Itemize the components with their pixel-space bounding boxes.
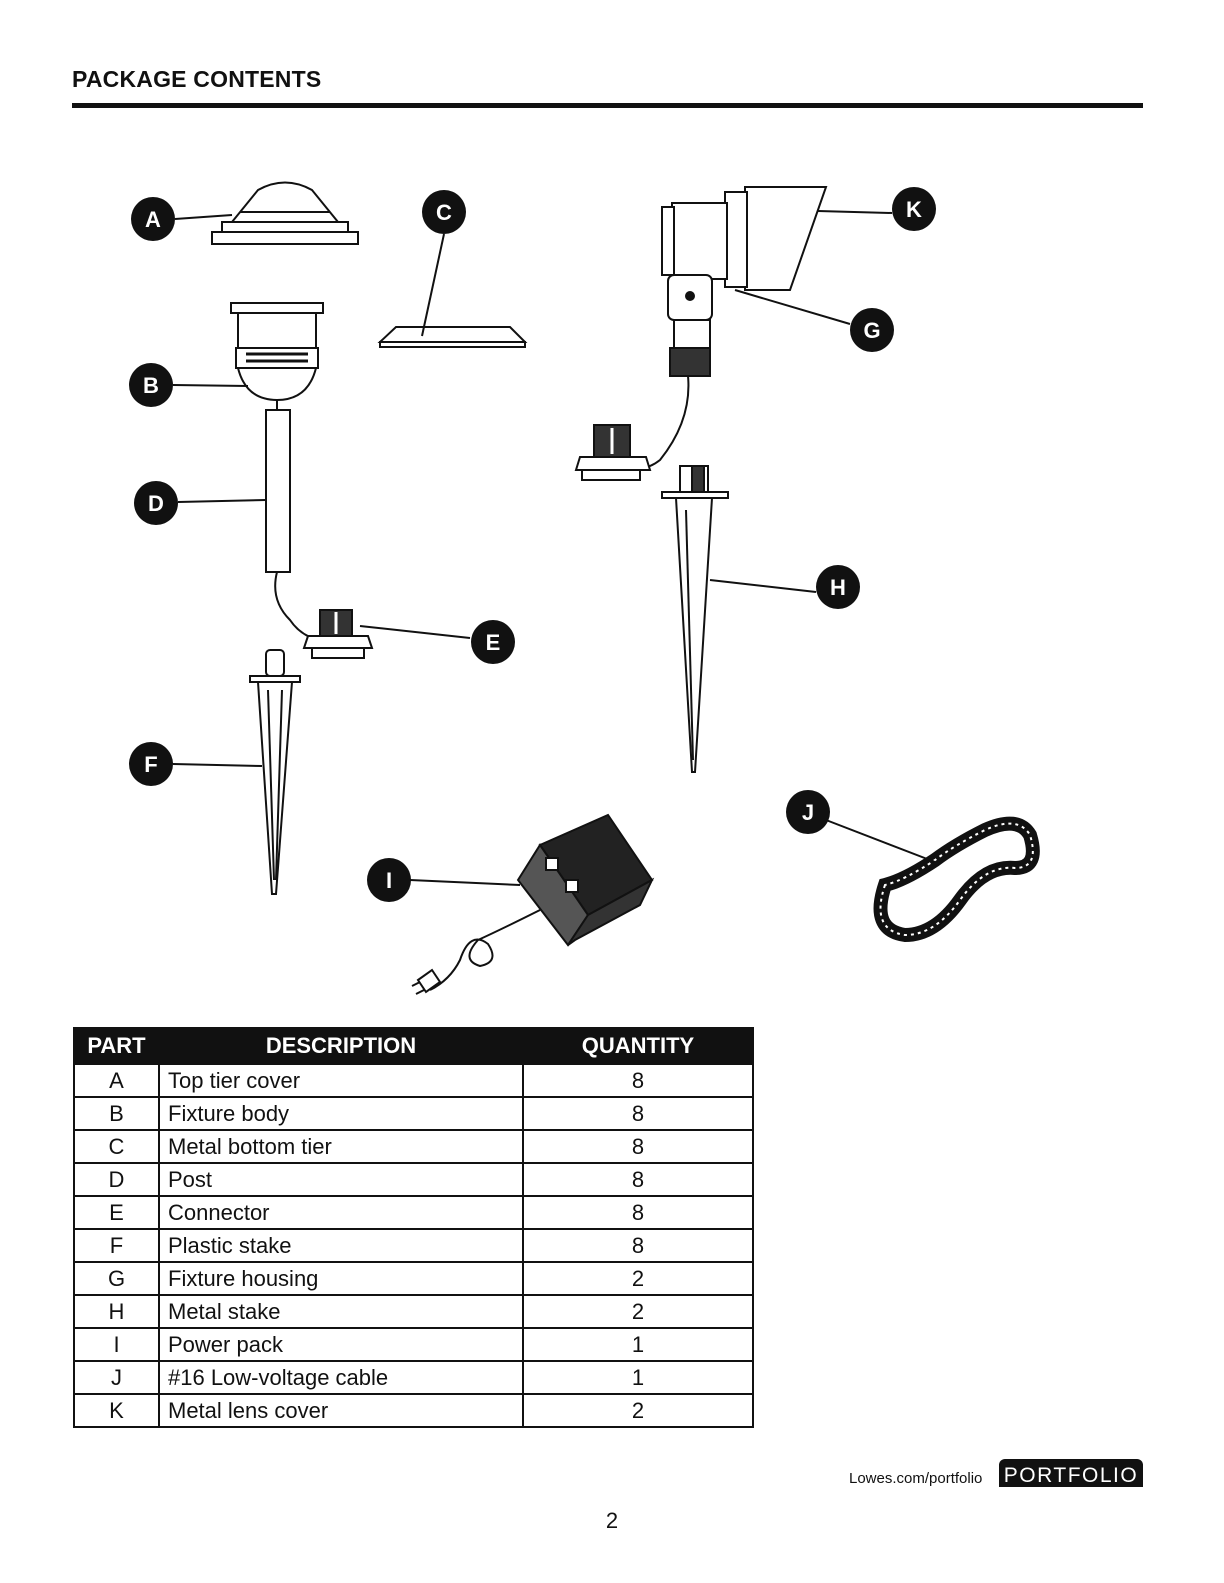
callout-k: K [892, 187, 936, 231]
part-letter-cell: K [74, 1394, 159, 1427]
part-i-illustration [412, 815, 652, 994]
part-letter-cell: H [74, 1295, 159, 1328]
quantity-cell: 1 [523, 1361, 753, 1394]
quantity-cell: 2 [523, 1295, 753, 1328]
callout-letter: D [148, 491, 164, 516]
part-a-illustration [212, 183, 358, 245]
part-letter-cell: E [74, 1196, 159, 1229]
part-letter-cell: F [74, 1229, 159, 1262]
callout-letter: K [906, 197, 922, 222]
callout-h: H [816, 565, 860, 609]
part-k-g-illustration [640, 187, 826, 468]
callout-i: I [367, 858, 411, 902]
header-part: PART [74, 1028, 159, 1064]
quantity-cell: 2 [523, 1394, 753, 1427]
quantity-cell: 1 [523, 1328, 753, 1361]
part-h-illustration [662, 466, 728, 772]
description-cell: Fixture housing [159, 1262, 523, 1295]
description-cell: Plastic stake [159, 1229, 523, 1262]
callout-b: B [129, 363, 173, 407]
part-letter-cell: A [74, 1064, 159, 1097]
part-d-illustration [266, 410, 318, 640]
part-f-illustration [250, 650, 300, 894]
callout-j: J [786, 790, 830, 834]
package-contents-diagram: A C K G B D H E F J I [0, 130, 1224, 1010]
part-c-illustration [380, 327, 525, 347]
description-cell: Metal stake [159, 1295, 523, 1328]
quantity-cell: 8 [523, 1064, 753, 1097]
part-g-connector-illustration [576, 425, 650, 480]
quantity-cell: 8 [523, 1097, 753, 1130]
callout-g: G [850, 308, 894, 352]
description-cell: Post [159, 1163, 523, 1196]
header-quantity: QUANTITY [523, 1028, 753, 1064]
description-cell: Top tier cover [159, 1064, 523, 1097]
callout-a: A [131, 197, 175, 241]
quantity-cell: 8 [523, 1196, 753, 1229]
part-letter-cell: B [74, 1097, 159, 1130]
description-cell: Power pack [159, 1328, 523, 1361]
description-cell: Fixture body [159, 1097, 523, 1130]
description-cell: Metal lens cover [159, 1394, 523, 1427]
quantity-cell: 8 [523, 1163, 753, 1196]
callout-letter: E [486, 630, 501, 655]
callout-letter: J [802, 800, 814, 825]
callout-e: E [471, 620, 515, 664]
quantity-cell: 8 [523, 1229, 753, 1262]
part-letter-cell: D [74, 1163, 159, 1196]
heading-rule [72, 103, 1143, 108]
part-letter-cell: I [74, 1328, 159, 1361]
callout-c: C [422, 190, 466, 234]
part-letter-cell: J [74, 1361, 159, 1394]
callout-letter: I [386, 868, 392, 893]
callout-letter: C [436, 200, 452, 225]
callout-letter: A [145, 207, 161, 232]
description-cell: #16 Low-voltage cable [159, 1361, 523, 1394]
description-cell: Metal bottom tier [159, 1130, 523, 1163]
callout-letter: G [863, 318, 880, 343]
brand-logo: PORTFOLIO [999, 1459, 1143, 1487]
part-letter-cell: G [74, 1262, 159, 1295]
page-number: 2 [0, 1508, 1224, 1534]
callout-letter: H [830, 575, 846, 600]
callout-letter: B [143, 373, 159, 398]
header-description: DESCRIPTION [159, 1028, 523, 1064]
page-heading: PACKAGE CONTENTS [72, 66, 321, 93]
quantity-cell: 2 [523, 1262, 753, 1295]
callout-letter: F [144, 752, 157, 777]
table-header-row: PART DESCRIPTION QUANTITY [74, 1028, 753, 1064]
part-letter-cell: C [74, 1130, 159, 1163]
part-j-illustration [881, 824, 1033, 935]
footer-url[interactable]: Lowes.com/portfolio [849, 1470, 982, 1487]
part-b-illustration [231, 303, 323, 410]
quantity-cell: 8 [523, 1130, 753, 1163]
callout-d: D [134, 481, 178, 525]
part-e-illustration [304, 610, 372, 658]
description-cell: Connector [159, 1196, 523, 1229]
callout-f: F [129, 742, 173, 786]
